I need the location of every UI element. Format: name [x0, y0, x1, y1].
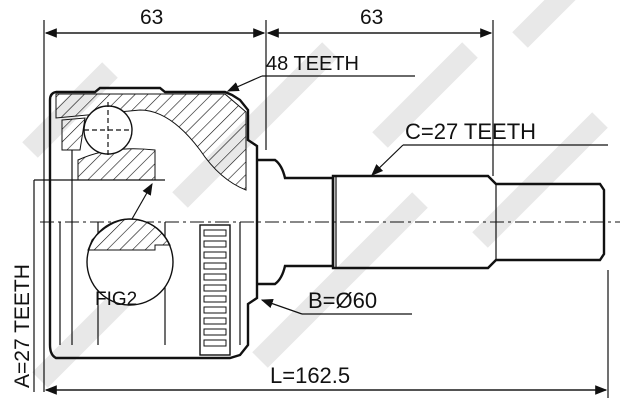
abs-tooth: [203, 229, 227, 237]
callout-c-teeth: C=27 TEETH: [371, 119, 608, 176]
abs-tooth: [203, 328, 227, 336]
fig2-detail: FIG2: [86, 182, 174, 310]
abs-tooth: [203, 295, 227, 303]
abs-tooth: [203, 306, 227, 314]
left-length-dim: 63: [140, 6, 163, 29]
inner-spline-label: A=27 TEETH: [11, 264, 34, 388]
callout-48-teeth: 48 TEETH: [226, 53, 415, 92]
dimension-lines: [44, 28, 608, 395]
callout-b-diameter: B=Ø60: [260, 288, 412, 315]
abs-tooth: [203, 273, 227, 281]
right-length-dim: 63: [360, 6, 383, 29]
abs-tooth: [203, 317, 227, 325]
abs-tooth: [203, 339, 227, 347]
abs-diameter-label: B=Ø60: [308, 288, 377, 313]
fig2-label: FIG2: [95, 289, 137, 310]
shaft-spline-label: C=27 TEETH: [405, 119, 536, 144]
abs-ring: [199, 224, 231, 356]
abs-tooth: [203, 251, 227, 259]
outer-race-housing: [48, 86, 259, 360]
abs-tooth: [203, 284, 227, 292]
abs-tooth: [203, 240, 227, 248]
stub-shaft: [257, 158, 606, 286]
total-length-dim: L=162.5: [270, 363, 350, 388]
outer-teeth-label: 48 TEETH: [266, 53, 359, 75]
abs-tooth: [203, 262, 227, 270]
